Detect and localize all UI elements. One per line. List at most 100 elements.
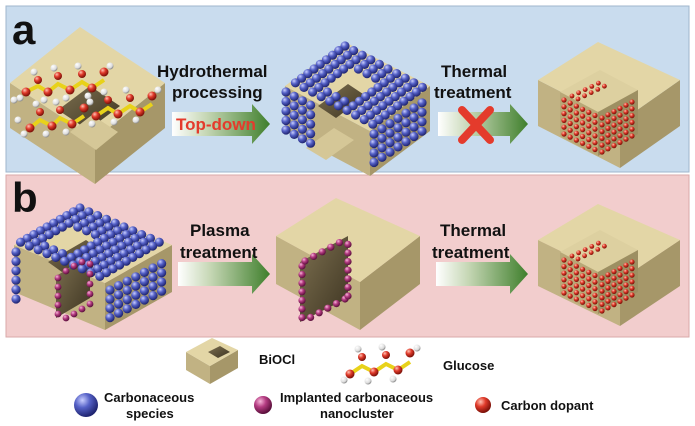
carbonaceous-sphere (281, 96, 291, 107)
carbon-dopant-dot (605, 139, 611, 145)
carbon-dopant-dot (567, 100, 573, 106)
carbon-dopant-dot (561, 257, 567, 263)
implanted-nanocluster (335, 239, 343, 247)
carbon-dopant-dot (576, 90, 581, 96)
carbon-dopant-dot (580, 299, 586, 305)
carbon-dopant-dot (582, 247, 588, 253)
carbonaceous-sphere (122, 285, 132, 295)
carbon-dopant-dot (623, 123, 629, 129)
implanted-nanocluster (86, 290, 94, 298)
carbonaceous-sphere (377, 133, 387, 143)
implanted-nanocluster (86, 270, 94, 278)
carbon-dopant-dot (586, 289, 592, 295)
carbonaceous-sphere (114, 308, 124, 318)
carbon-dopant-dot (567, 273, 573, 279)
carbon-dopant-dot (623, 262, 629, 268)
carbon-dopant-dot (611, 129, 617, 135)
carbonaceous-sphere (11, 266, 21, 276)
carbonaceous-sphere (148, 272, 158, 282)
carbon-dopant-dot (573, 110, 580, 116)
carbon-dopant-dot (599, 122, 605, 128)
carbonaceous-sphere (297, 96, 307, 106)
carbon-dopant-dot (592, 112, 598, 119)
carbon-dopant-dot (611, 282, 617, 288)
implanted-nanocluster (54, 310, 62, 318)
implanted-nanocluster (62, 267, 70, 275)
carbon-dopant-dot (595, 87, 601, 92)
carbonaceous-species-layer (281, 41, 427, 168)
carbonaceous-sphere (157, 268, 167, 278)
carbonaceous-sphere (42, 249, 52, 259)
carbonaceous-sphere (289, 91, 299, 101)
carbon-dopant-dot (605, 132, 611, 138)
carbonaceous-sphere (33, 245, 43, 255)
arrow-thermal-b (436, 254, 528, 294)
implanted-nanocluster (344, 266, 352, 274)
implanted-nanocluster (318, 248, 326, 256)
carbon-dopant-dot (617, 272, 623, 278)
legend: BiOCl Glucose Carbonaceous species Impla… (74, 338, 594, 421)
carbonaceous-sphere (148, 263, 158, 273)
carbon-dopant-dot (611, 122, 617, 128)
carbon-dopant-dot (573, 117, 580, 123)
carbon-dopant-dot (629, 285, 635, 291)
legend-glucose-icon (340, 343, 421, 385)
carbon-dopant-dot (580, 293, 586, 299)
carbon-dopant-dot (611, 275, 617, 281)
carbon-dopant-dot (573, 103, 580, 109)
implanted-nanocluster (54, 283, 62, 291)
block-right-face (620, 80, 680, 168)
implanted-nanocluster (62, 314, 70, 322)
carbon-dopant-dot (599, 308, 605, 314)
carbon-dopant-dot (576, 250, 581, 256)
carbon-dopant-dot (623, 136, 629, 142)
block-right-face (620, 240, 680, 326)
carbon-dopant-dot (623, 289, 629, 295)
carbon-dopant-dot (605, 278, 611, 284)
carbon-dopant-dot (592, 272, 598, 279)
carbon-dopant-dot (580, 113, 586, 119)
carbonaceous-sphere (368, 119, 378, 129)
carbonaceous-sphere (289, 110, 299, 120)
carbonaceous-sphere (325, 96, 335, 106)
implanted-nanocluster (307, 313, 315, 321)
carbonaceous-sphere (393, 123, 403, 133)
carbonaceous-sphere (289, 101, 299, 111)
carbonaceous-sphere (393, 142, 403, 152)
carbonaceous-sphere (105, 313, 115, 323)
carbon-dopant-dot (561, 111, 567, 117)
carbonaceous-sphere (308, 87, 318, 97)
carbon-dopant-dot (629, 119, 635, 125)
carbon-dopant-dot (605, 298, 611, 304)
carbonaceous-sphere (401, 127, 411, 137)
carbon-dopant-dot (580, 127, 586, 133)
carbon-dopant-dot (573, 283, 580, 289)
carbonaceous-sphere (157, 286, 167, 296)
carbon-dopant-dot (595, 247, 601, 252)
carbonaceous-sphere (131, 281, 141, 291)
carbonaceous-sphere (281, 106, 291, 116)
carbon-dopant-dot (617, 279, 623, 285)
carbon-dopant-dot (580, 279, 586, 286)
block-notch-floor (70, 115, 118, 150)
legend-dopant-label: Carbon dopant (501, 398, 594, 413)
carbon-dopant-dot (599, 149, 605, 155)
carbonaceous-sphere (417, 98, 427, 108)
carbonaceous-sphere (369, 157, 379, 168)
carbon-dopant-dot (629, 292, 635, 298)
carbon-dopant-dot (589, 244, 595, 249)
carbon-dopant-dot (611, 302, 617, 308)
carbon-dopant-dot (599, 129, 605, 135)
legend-carbonaceous-line2: species (126, 406, 174, 421)
carbon-dopant-dot (575, 256, 581, 262)
carbon-dopant-dot (575, 96, 581, 102)
block-left-face (10, 83, 95, 184)
carbonaceous-sphere (377, 152, 387, 162)
carbon-dopant-dot (586, 116, 592, 122)
carbon-dopant-dot (599, 295, 605, 301)
carbon-dopant-dot (569, 93, 575, 99)
implanted-nanocluster (86, 280, 94, 288)
carbonaceous-sphere (60, 256, 70, 266)
carbon-dopant-dot (599, 275, 605, 281)
carbon-dopant-dot (623, 295, 629, 301)
